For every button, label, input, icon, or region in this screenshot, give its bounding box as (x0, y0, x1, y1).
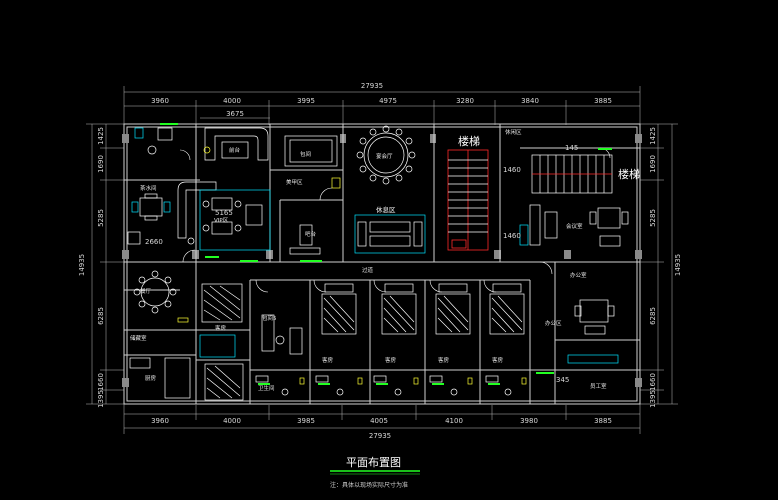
left-dim-1: 1425 (97, 127, 105, 145)
bottom-dim-2: 4000 (223, 417, 241, 425)
left-overall-dim: 14935 (78, 254, 86, 276)
right-dim-1: 1425 (649, 127, 657, 145)
furniture-top-left (127, 127, 173, 245)
bottom-dimension-chain: 3960 4000 3985 4005 4100 3980 3885 27935 (123, 400, 641, 440)
left-dim-6: 1395 (97, 390, 105, 408)
furniture-dining (129, 270, 191, 399)
drawing-title-block: 平面布置图 注：具体以现场实际尺寸为准 (330, 456, 420, 489)
left-dim-2: 1690 (97, 155, 105, 173)
inner-dim-3: 1460 (503, 166, 521, 174)
room-label-office: 办公室 (570, 271, 587, 279)
bottom-dim-3: 3985 (297, 417, 315, 425)
left-dim-5: 1660 (97, 373, 105, 391)
bottom-dim-7: 3885 (594, 417, 612, 425)
stair-right-label: 楼梯 (618, 167, 640, 181)
furniture-guest-beds (201, 283, 525, 401)
room-label-dining: 餐厅 (140, 287, 152, 295)
room-label-leisure: 包间 (300, 150, 311, 158)
room-label-rest: 休息区 (376, 205, 396, 214)
bottom-dim-4: 4005 (370, 417, 388, 425)
drawing-title: 平面布置图 (346, 456, 401, 469)
room-label-guest-4: 客房 (438, 356, 450, 364)
bottom-dim-6: 3980 (520, 417, 538, 425)
furniture-middle-top (284, 135, 341, 255)
right-dim-4: 6285 (649, 307, 657, 325)
inner-dim-1: 2660 (145, 238, 163, 246)
inner-dim-4: 1460 (503, 232, 521, 240)
left-dim-3: 5285 (97, 209, 105, 227)
top-dimension-chain: 27935 3960 4000 3995 4975 3280 3840 3885… (123, 82, 641, 125)
room-label-reception: 前台 (229, 146, 241, 154)
room-label-bathroom: 卫生间 (258, 384, 275, 392)
right-dimension-chain: 1425 1690 5285 6285 1660 1395 14935 (640, 123, 682, 408)
right-dim-5: 1660 (649, 373, 657, 391)
furniture-bathrooms (255, 375, 527, 396)
furniture-lounge (199, 314, 303, 358)
overall-top-dim: 27935 (361, 82, 383, 90)
top-dim-6: 3840 (521, 97, 539, 105)
right-dim-2: 1690 (649, 155, 657, 173)
window-markers (160, 123, 612, 385)
room-label-vip: VIP区 (214, 217, 229, 224)
room-label-office2: 办公区 (545, 319, 562, 327)
room-label-banquet: 宴会厅 (376, 152, 393, 160)
interior-walls (124, 124, 640, 404)
furniture-reception (177, 127, 271, 251)
drawing-note: 注：具体以现场实际尺寸为准 (330, 481, 408, 489)
right-dim-6: 1395 (649, 390, 657, 408)
room-label-nail-hall: 美甲区 (286, 178, 303, 186)
right-overall-dim: 14935 (674, 254, 682, 276)
inner-dim-6: 345 (556, 376, 569, 384)
top-dim-3: 3995 (297, 97, 315, 105)
top-dim-1: 3960 (151, 97, 169, 105)
bottom-dim-5: 4100 (445, 417, 463, 425)
room-labels: 茶水间 前台 包间 美甲区 VIP区 吧台 宴会厅 休息区 过道 会议室 办公室… (130, 144, 607, 392)
room-label-corridor: 过道 (362, 266, 374, 274)
stair-left: 楼梯 (447, 134, 489, 251)
room-label-guest-2: 客房 (322, 356, 334, 364)
left-dim-4: 6285 (97, 307, 105, 325)
inner-dim-5: 145 (565, 144, 578, 152)
furniture-office (567, 299, 619, 364)
top-dim-5: 3280 (456, 97, 474, 105)
top-dim-4: 4975 (379, 97, 397, 105)
room-label-lounge: 包间5 (262, 314, 277, 322)
right-dim-3: 5285 (649, 209, 657, 227)
furniture-right-top (519, 204, 629, 247)
top-dim-7: 3885 (594, 97, 612, 105)
left-dimension-chain: 14935 1425 1690 5285 6285 1660 1395 (78, 123, 124, 408)
room-label-guest-3: 客房 (385, 356, 397, 364)
stair-top-label: 休闲区 (505, 128, 522, 136)
room-label-guest-1: 客房 (215, 324, 227, 332)
room-label-tea: 茶水间 (140, 184, 157, 192)
room-label-kitchen: 厨房 (145, 374, 157, 382)
room-label-bar: 吧台 (305, 230, 317, 238)
stair-right: 楼梯 休闲区 (505, 128, 640, 194)
doors (179, 147, 611, 293)
inner-dim-2: 5165 (215, 209, 233, 217)
stair-left-label: 楼梯 (458, 134, 480, 148)
room-label-meeting: 会议室 (566, 222, 583, 230)
room-label-staff: 员工室 (590, 382, 607, 390)
bottom-dim-1: 3960 (151, 417, 169, 425)
top-inner-dim: 3675 (226, 110, 244, 118)
overall-bottom-dim: 27935 (369, 432, 391, 440)
top-dim-2: 4000 (223, 97, 241, 105)
room-label-storage: 储藏室 (130, 334, 147, 342)
furniture-banquet (354, 125, 426, 254)
room-label-guest-5: 客房 (492, 356, 504, 364)
